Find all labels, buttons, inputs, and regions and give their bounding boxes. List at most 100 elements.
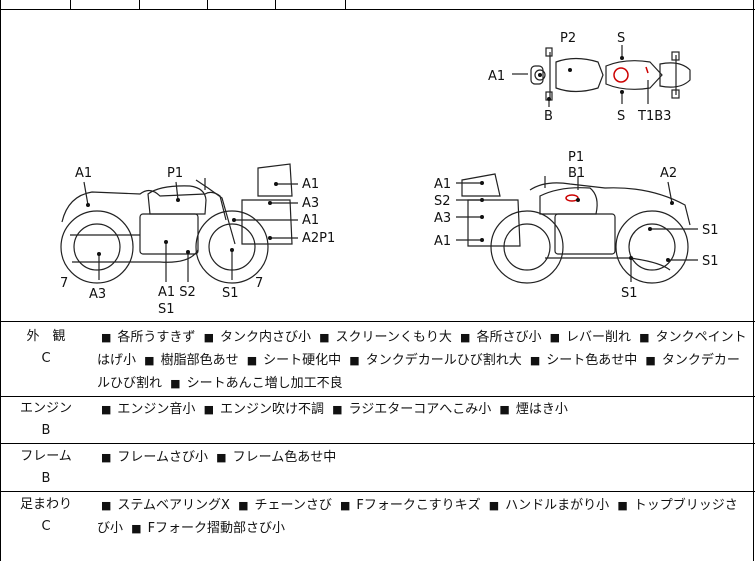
top-view-motorcycle <box>512 45 691 107</box>
bullet-icon: ■ <box>645 354 656 367</box>
header-divider <box>345 0 346 9</box>
bullet-icon: ■ <box>529 354 541 367</box>
condition-item: タンク内さび小 <box>219 330 311 345</box>
label: S2 <box>434 194 451 209</box>
bullet-icon: ■ <box>639 331 650 344</box>
category-name: フレーム <box>20 449 72 464</box>
label: A1 <box>434 177 451 192</box>
row-border <box>0 321 755 322</box>
bullet-icon: ■ <box>216 451 227 464</box>
condition-item: Fフォーク摺動部さび小 <box>147 521 286 536</box>
label: A1 <box>302 177 319 192</box>
bullet-icon: ■ <box>339 499 351 512</box>
condition-item: エンジン音小 <box>117 402 196 417</box>
bullet-icon: ■ <box>144 354 155 367</box>
bullet-icon: ■ <box>101 451 112 464</box>
row-category: 外 観 C <box>14 326 78 370</box>
diagram-labels: A1 P2 S B S T1B3 A1 P1 A1 A3 A1 A2P1 7 A… <box>60 31 719 317</box>
category-grade: B <box>41 423 51 438</box>
condition-item: シートあんこ増し加工不良 <box>186 376 343 391</box>
condition-item: シート色あせ中 <box>546 353 638 368</box>
label: A3 <box>89 287 106 302</box>
bullet-icon: ■ <box>101 403 112 416</box>
bullet-icon: ■ <box>101 331 112 344</box>
condition-item: タンクペイントはげ小 <box>97 330 747 368</box>
condition-item: チェーンさび <box>254 498 332 513</box>
label: S <box>617 109 625 124</box>
bullet-icon: ■ <box>549 331 560 344</box>
header-divider <box>207 0 208 9</box>
bullet-icon: ■ <box>488 499 500 512</box>
label: S <box>617 31 625 46</box>
row-border <box>0 396 755 397</box>
row-category: フレーム B <box>14 446 78 490</box>
header-divider <box>275 0 276 9</box>
header-divider <box>139 0 140 9</box>
row-items: ■フレームさび小 ■フレーム色あせ中 <box>97 446 747 469</box>
bullet-icon: ■ <box>332 403 343 416</box>
label: B <box>544 109 553 124</box>
header-bottom-border <box>0 9 755 10</box>
label: P1 <box>167 166 183 181</box>
header-divider <box>70 0 71 9</box>
bullet-icon: ■ <box>203 403 214 416</box>
condition-item: 煙はき小 <box>515 402 568 417</box>
category-name: 外 観 <box>26 329 66 344</box>
condition-item: 各所うすきず <box>117 330 196 345</box>
condition-item: レバー削れ <box>566 330 632 345</box>
label: 7 <box>60 276 68 291</box>
category-grade: B <box>41 471 51 486</box>
motorcycle-damage-diagram: A1 P2 S B S T1B3 A1 P1 A1 A3 A1 A2P1 7 A… <box>60 31 719 317</box>
label: 7 <box>255 276 263 291</box>
bullet-icon: ■ <box>349 354 360 367</box>
condition-item: ステムベアリングX <box>117 498 230 513</box>
row-category: 足まわり C <box>14 494 78 538</box>
row-border <box>0 491 755 492</box>
label: A3 <box>302 196 319 211</box>
label: A1 <box>434 234 451 249</box>
left-side-motorcycle <box>60 163 293 284</box>
label: A2 <box>660 166 677 181</box>
bullet-icon: ■ <box>131 522 142 535</box>
condition-item: フレームさび小 <box>117 450 209 465</box>
bullet-icon: ■ <box>319 331 330 344</box>
condition-item: タンクデカールひび割れ大 <box>365 353 522 368</box>
bullet-icon: ■ <box>617 499 628 512</box>
row-border <box>0 443 755 444</box>
label: P1 <box>568 150 584 165</box>
label: A1 <box>75 166 92 181</box>
damage-points <box>86 56 674 262</box>
label: S1 <box>702 254 719 269</box>
category-grade: C <box>41 519 51 534</box>
category-name: 足まわり <box>19 497 72 512</box>
row-category: エンジン B <box>14 398 78 442</box>
bullet-icon: ■ <box>460 331 471 344</box>
condition-item: Fフォークこすりキズ <box>356 498 481 513</box>
label: S1 <box>702 223 719 238</box>
label: T1B3 <box>637 109 671 124</box>
row-items: ■ ステムベアリングX ■ チェーンさび ■ Fフォークこすりキズ ■ ハンドルまがり小… <box>97 494 747 540</box>
row-items: ■ エンジン音小 ■ エンジン吹け不調 ■ ラジエターコアへこみ小 ■ 煙はき小 <box>97 398 747 421</box>
bullet-icon: ■ <box>246 354 258 367</box>
label: A1 <box>488 69 505 84</box>
row-items: ■各所うすきず ■タンク内さび小 ■スクリーンくもり大 ■各所さび小 ■レバー削… <box>97 326 747 395</box>
condition-item: ハンドルまがり小 <box>505 498 610 513</box>
bullet-icon: ■ <box>238 499 249 512</box>
condition-item: ラジエターコアへこみ小 <box>348 402 492 417</box>
bullet-icon: ■ <box>499 403 510 416</box>
condition-item: タンクデカールひび割れ <box>97 353 740 391</box>
right-side-motorcycle <box>461 173 691 284</box>
bullet-icon: ■ <box>170 377 181 390</box>
condition-item: シート硬化中 <box>263 353 342 368</box>
condition-item: トップブリッジさび小 <box>97 498 738 536</box>
condition-item: エンジン吹け不調 <box>219 402 324 417</box>
label: A3 <box>434 211 451 226</box>
label: A2P1 <box>302 231 335 246</box>
condition-item: スクリーンくもり大 <box>335 330 452 345</box>
bullet-icon: ■ <box>101 499 112 512</box>
condition-item: 樹脂部色あせ <box>160 353 239 368</box>
category-grade: C <box>41 351 51 366</box>
label: A1 <box>302 213 319 228</box>
category-name: エンジン <box>19 401 72 416</box>
